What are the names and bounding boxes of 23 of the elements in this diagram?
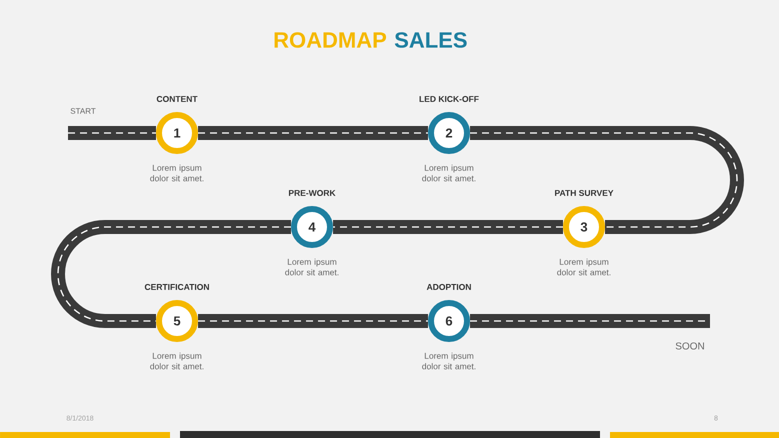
end-label: SOON xyxy=(676,342,704,350)
road xyxy=(470,126,744,234)
milestone-description: Lorem ipsum dolor sit amet. xyxy=(285,258,338,276)
milestone-heading: CONTENT xyxy=(156,96,198,102)
milestone-heading: CERTIFICATION xyxy=(144,284,209,290)
road xyxy=(68,126,156,140)
title-word: SALES xyxy=(394,32,467,48)
milestone-heading: PRE-WORK xyxy=(288,190,336,196)
milestone-description: Lorem ipsum dolor sit amet. xyxy=(150,164,204,182)
road xyxy=(470,314,710,328)
road xyxy=(51,220,291,328)
milestone-description: Lorem ipsum dolor sit amet. xyxy=(557,258,610,276)
milestone-heading: PATH SURVEY xyxy=(555,190,614,196)
title-word: ROADMAP xyxy=(274,32,386,48)
milestone-description: Lorem ipsum dolor sit amet. xyxy=(422,352,476,370)
road xyxy=(198,126,428,140)
milestone-description: Lorem ipsum dolor sit amet. xyxy=(150,352,204,370)
road xyxy=(198,314,428,328)
milestone-description: Lorem ipsum dolor sit amet. xyxy=(422,164,476,182)
road xyxy=(333,220,563,234)
start-label: START xyxy=(70,108,96,114)
milestone-heading: ADOPTION xyxy=(426,284,471,290)
milestone-heading: LED KICK-OFF xyxy=(420,96,479,102)
